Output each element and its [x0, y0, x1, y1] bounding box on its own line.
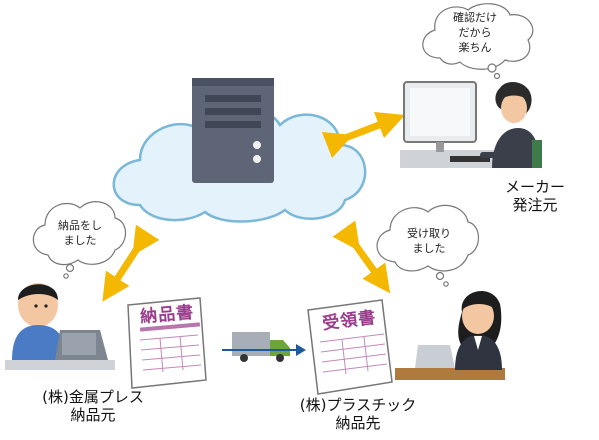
plastic-label-line-1: (株)プラスチック [299, 396, 417, 414]
plastic-bubble-text: 受け取り ました [394, 226, 464, 256]
metal-bubble-text: 納品をし ました [50, 218, 110, 248]
maker-bubble-line-2: だから [458, 26, 492, 39]
metal-thought-bubble [32, 201, 127, 279]
plastic-bubble-line-1: 受け取り [407, 227, 451, 240]
server-icon [192, 78, 274, 183]
delivery-slip-title: 納品書 [139, 302, 195, 328]
metal-bubble-line-1: 納品をし [58, 219, 102, 232]
maker-thought-bubble [422, 3, 534, 80]
maker-label-line-2: 発注元 [512, 196, 558, 214]
arrow-server-plastic [332, 220, 391, 294]
arrow-server-maker [321, 111, 406, 159]
metal-person-icon [5, 283, 115, 370]
maker-label-line-1: メーカー [504, 178, 565, 196]
metal-label: (株)金属プレス 納品元 [18, 388, 168, 424]
plastic-thought-bubble [376, 204, 480, 287]
metal-label-line-2: 納品元 [70, 406, 116, 424]
maker-label: メーカー 発注元 [485, 178, 585, 214]
plastic-person-icon [395, 290, 505, 380]
maker-bubble-text: 確認だけ だから 楽ちん [440, 10, 510, 55]
plastic-bubble-line-2: ました [412, 242, 446, 255]
arrow-server-metal [102, 224, 160, 302]
truck-icon [232, 332, 290, 362]
plastic-label: (株)プラスチック 納品先 [278, 396, 438, 432]
plastic-label-line-2: 納品先 [335, 414, 381, 432]
metal-label-line-1: (株)金属プレス [42, 388, 144, 406]
maker-person-icon [400, 81, 542, 168]
delivery-slip-icon [127, 297, 207, 389]
maker-bubble-line-3: 楽ちん [458, 41, 492, 54]
maker-bubble-line-1: 確認だけ [453, 11, 497, 24]
truck-direction-arrow-icon [222, 344, 306, 356]
metal-bubble-line-2: ました [63, 234, 97, 247]
receipt-slip-icon [307, 299, 393, 395]
